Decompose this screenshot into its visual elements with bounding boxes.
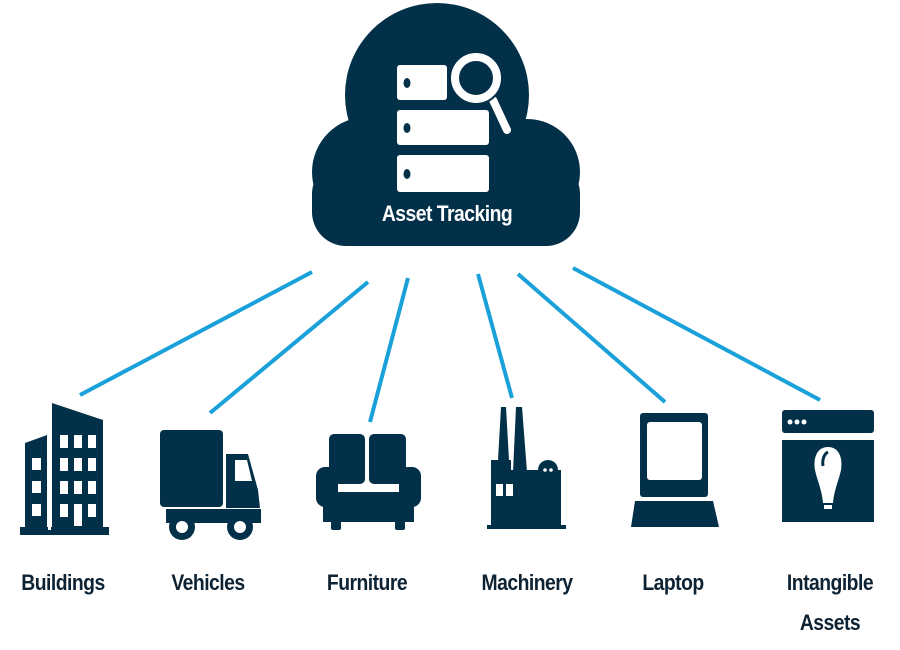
connector-vehicles: [208, 280, 370, 415]
label-intangible-line1: Intangible: [786, 570, 874, 595]
connector-laptop: [516, 272, 667, 404]
connectors: [79, 266, 821, 423]
factory-icon: [487, 407, 566, 529]
label-vehicles: Vehicles: [171, 570, 245, 595]
building-icon: [20, 403, 109, 535]
server-search-icon: [397, 51, 515, 192]
cloud-title: Asset Tracking: [381, 201, 513, 226]
label-intangible-assets: Intangible Assets: [760, 563, 900, 643]
laptop-icon: [631, 413, 719, 527]
lightbulb-window-icon: [782, 410, 874, 522]
truck-icon: [160, 430, 261, 540]
label-intangible-line2: Assets: [799, 610, 861, 635]
label-machinery: Machinery: [481, 570, 573, 595]
cloud-icon: [312, 3, 580, 246]
label-laptop: Laptop: [642, 570, 704, 595]
connector-machinery: [476, 273, 514, 399]
connector-buildings: [79, 270, 313, 397]
sofa-icon: [316, 434, 421, 530]
label-buildings: Buildings: [21, 570, 105, 595]
label-furniture: Furniture: [326, 570, 408, 595]
connector-intangible: [572, 266, 821, 402]
connector-furniture: [368, 277, 410, 423]
